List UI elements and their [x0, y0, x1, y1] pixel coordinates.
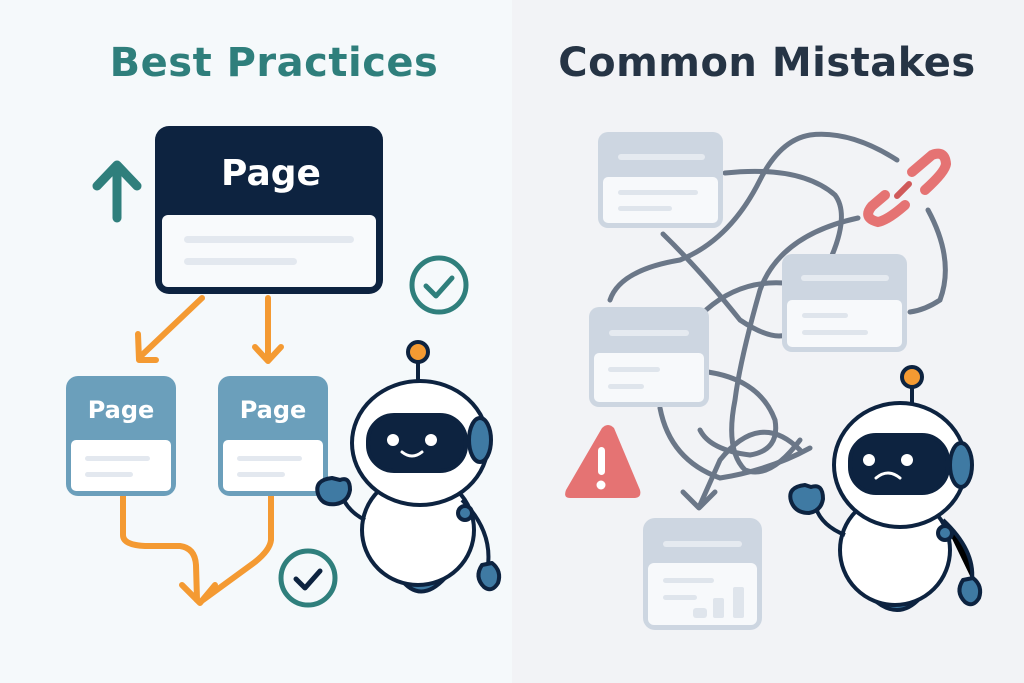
- tangled-links: [607, 131, 948, 511]
- best-practices-title: Best Practices: [109, 40, 439, 86]
- check-circle-icon: [278, 548, 338, 608]
- child-page-card: Page: [218, 376, 328, 496]
- sad-robot-illustration: [788, 365, 983, 612]
- faded-page-card: [598, 132, 723, 228]
- faded-page-card: [589, 307, 709, 407]
- happy-robot-illustration: [315, 340, 502, 594]
- common-mistakes-title: Common Mistakes: [558, 40, 976, 86]
- child-page-card: Page: [66, 376, 176, 496]
- faded-page-card: [782, 254, 907, 352]
- child-page-label-1: Page: [88, 396, 155, 424]
- up-arrow-icon: [92, 160, 142, 223]
- main-page-label: Page: [221, 153, 321, 194]
- hierarchy-arrows: [120, 295, 284, 606]
- check-circle-icon: [409, 255, 469, 315]
- main-page-card: Page: [155, 126, 383, 294]
- broken-link-icon: [863, 148, 952, 228]
- faded-page-card-with-chart: [643, 518, 762, 630]
- best-practices-panel: Best Practices: [109, 40, 438, 86]
- child-page-label-2: Page: [240, 396, 307, 424]
- warning-icon: [565, 425, 641, 498]
